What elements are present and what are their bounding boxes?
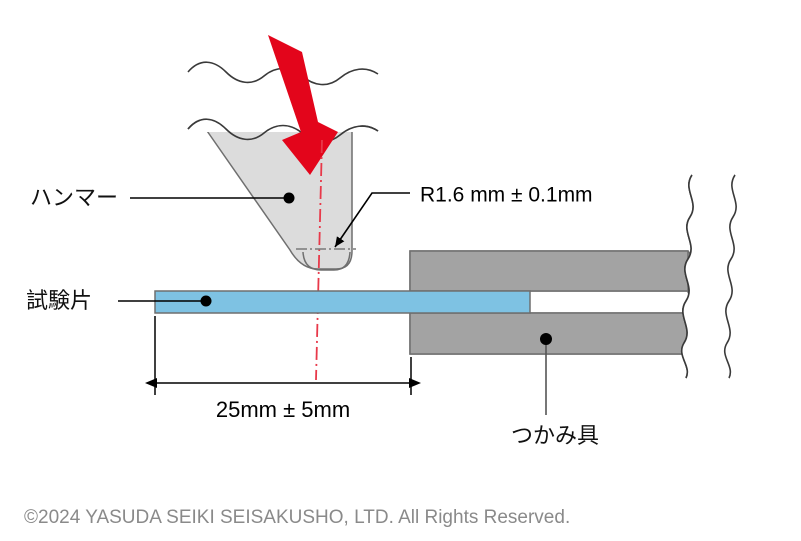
dimension-25mm [145, 316, 421, 395]
break-line-lower-overlay [187, 118, 379, 143]
grip-leader [540, 333, 552, 415]
impact-centerline [315, 139, 323, 381]
grip-leader-dot [540, 333, 552, 345]
grip-lower-rect [409, 312, 689, 355]
radius-leader [334, 192, 410, 248]
grip-label: つかみ具 [511, 424, 599, 449]
grip-right-mask [681, 175, 760, 378]
break-line-right-outer-overlay [723, 174, 737, 379]
copyright-text: ©2024 YASUDA SEIKI SEISAKUSHO, LTD. All … [24, 507, 570, 528]
grip-break-lines [680, 174, 760, 379]
grip-upper-rect [409, 250, 689, 292]
dimension-label: 25mm ± 5mm [216, 397, 350, 422]
specimen-bar [154, 290, 531, 314]
hammer-tip-radius [302, 251, 351, 271]
hammer-leader-dot [283, 192, 295, 204]
specimen-label: 試験片 [26, 289, 92, 314]
specimen-leader-dot [200, 295, 212, 307]
hammer-label: ハンマー [30, 186, 118, 211]
hammer-leader [130, 192, 295, 204]
hammer-body [187, 110, 379, 271]
specimen-leader [118, 295, 212, 307]
radius-leader-line [334, 192, 410, 248]
red-arrow-shape [268, 35, 338, 175]
hammer-top-mask [200, 110, 360, 132]
break-line-right-inner-overlay [680, 174, 694, 379]
impact-arrow-red [268, 35, 338, 175]
radius-label: R1.6 mm ± 0.1mm [420, 184, 593, 207]
